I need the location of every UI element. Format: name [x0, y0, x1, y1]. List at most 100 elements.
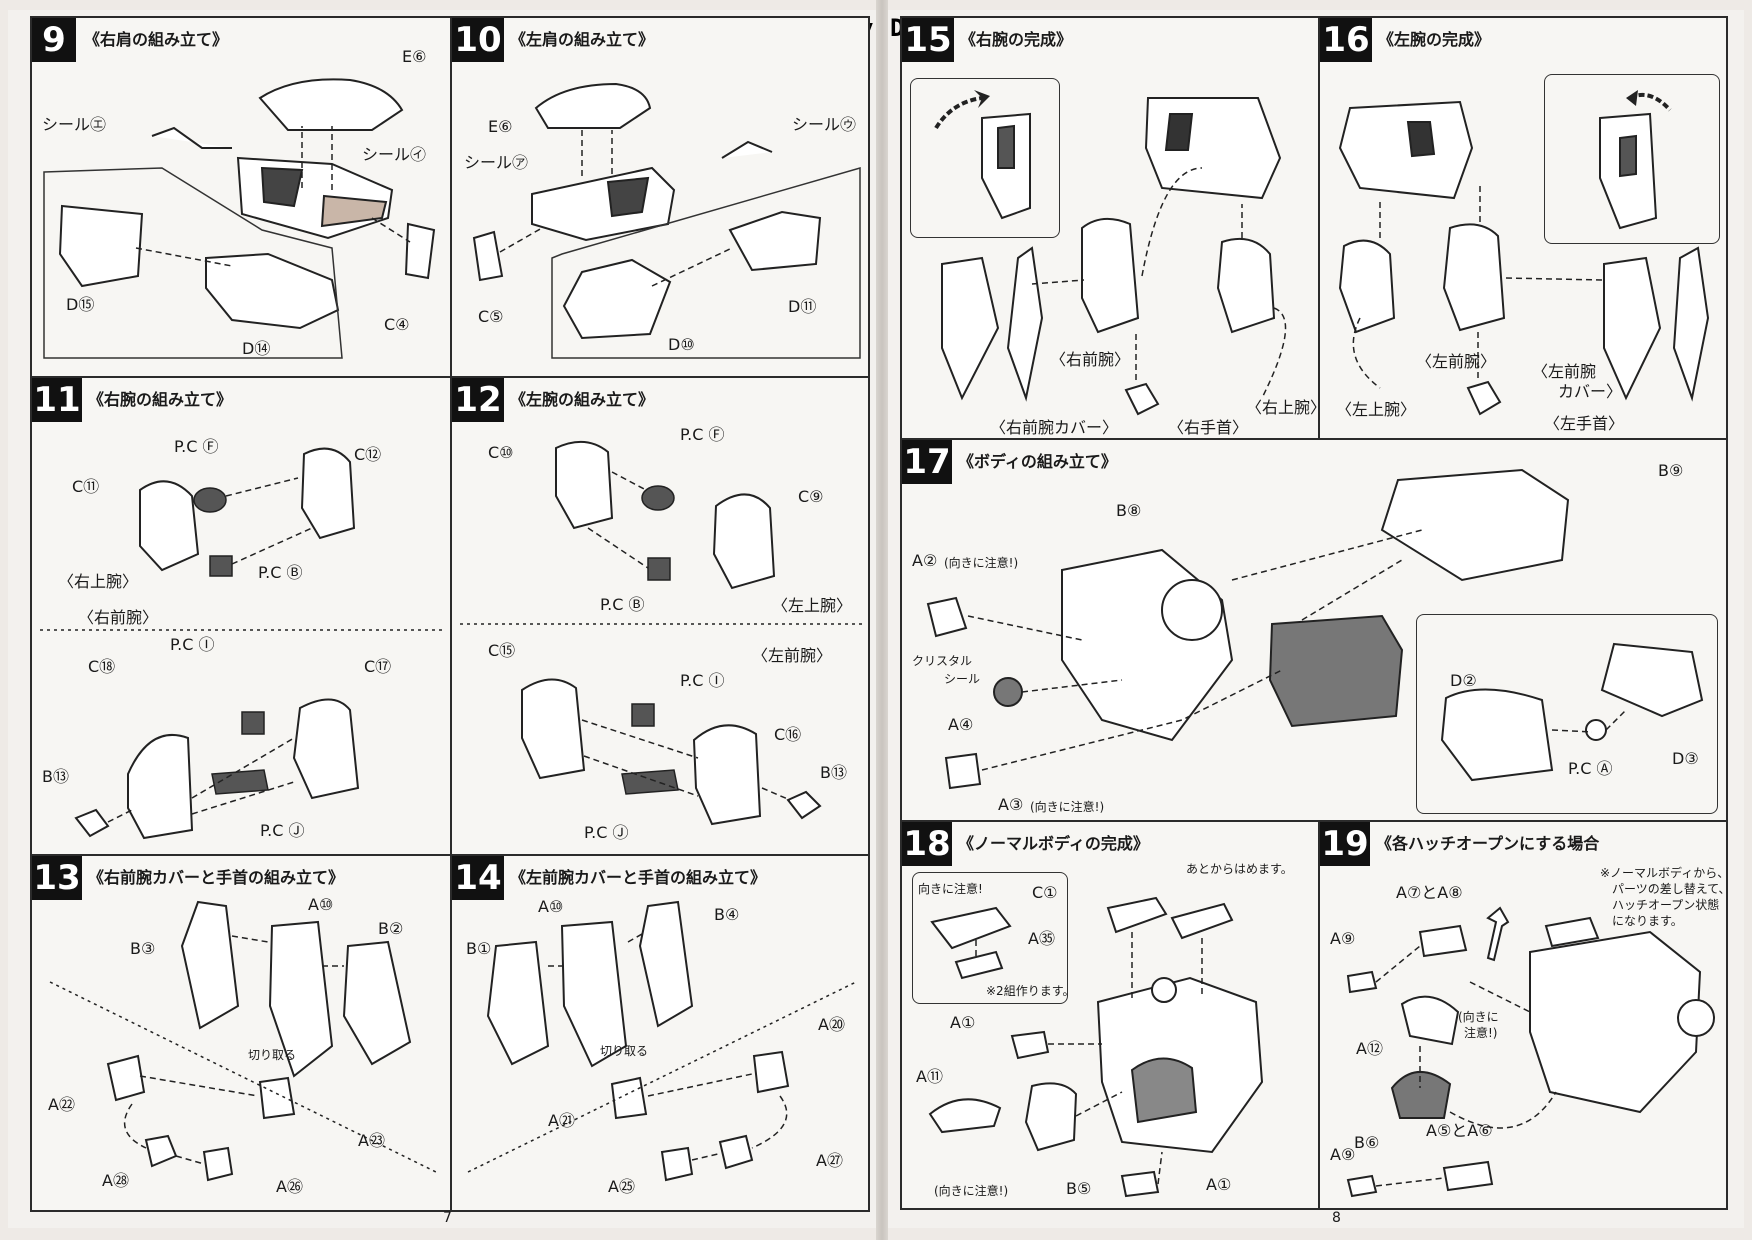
part-label: E⑥: [488, 117, 513, 136]
seal-label: シール㋐: [464, 153, 529, 172]
part-label: B④: [714, 905, 740, 924]
arm-completion-diagram: [934, 90, 1287, 416]
caution-label: (向きに注意!): [944, 556, 1019, 570]
seal-label: シール㋒: [792, 115, 857, 134]
step-title: 《右腕の組み立て》: [88, 390, 233, 409]
instruction-label: 切り取る: [248, 1048, 297, 1062]
step-17-panel: 17 《ボディの組み立て》 B⑧ B⑨ A② (向きに注意!) クリスタル シー…: [900, 438, 1728, 826]
sub-assembly-label: 〈右前腕カバー〉: [990, 418, 1119, 437]
part-label: C⑮: [488, 641, 516, 660]
part-label: C⑨: [798, 487, 824, 506]
part-label: C①: [1032, 883, 1058, 902]
page-gutter: [876, 0, 888, 1240]
sub-assembly-label: 〈右前腕〉: [1050, 350, 1131, 369]
part-label: P.C Ⓕ: [174, 437, 219, 456]
part-label: A③: [998, 795, 1024, 814]
part-label: P.C Ⓙ: [260, 821, 305, 840]
note-label: ハッチオープン状態: [1612, 898, 1720, 912]
part-label: A⑦とA⑧: [1396, 883, 1463, 902]
step-number: 10: [452, 18, 504, 62]
sub-assembly-label: 〈左上腕〉: [1336, 400, 1417, 419]
part-label: A㉒: [48, 1095, 75, 1114]
step-number: 9: [32, 18, 76, 62]
part-label: A⑫: [1356, 1039, 1383, 1058]
part-label: A①: [950, 1013, 976, 1032]
part-label: A①: [1206, 1175, 1232, 1194]
part-label: C⑯: [774, 725, 802, 744]
part-label: A㉟: [1028, 929, 1055, 948]
part-label: B②: [378, 919, 404, 938]
sub-assembly-label: 〈左前腕: [1532, 362, 1597, 381]
part-label: P.C Ⓕ: [680, 425, 725, 444]
part-label: B⑤: [1066, 1179, 1092, 1198]
arm-completion-diagram: [1338, 90, 1710, 416]
step-16-panel: 16 《左腕の完成》 〈左前腕〉 〈左前腕 カバー〉 〈左上腕〉 〈左手首〉: [1318, 16, 1728, 440]
part-label: A⑨: [1330, 929, 1356, 948]
rotation-inset: [910, 78, 1060, 238]
caution-label: (向きに: [1458, 1010, 1499, 1024]
step-title: 《ノーマルボディの完成》: [958, 834, 1149, 853]
step-title: 《左腕の完成》: [1378, 30, 1491, 49]
normal-body-diagram: [928, 896, 1264, 1198]
step-15-panel: 15 《右腕の完成》 〈右前腕〉 〈右上腕〉 〈右前腕カバー〉 〈右手首〉: [900, 16, 1320, 440]
part-label: シール: [944, 672, 981, 686]
part-label: P.C Ⓑ: [258, 563, 303, 582]
part-label: A⑩: [538, 897, 564, 916]
note-label: パーツの差し替えて、: [1612, 882, 1728, 896]
part-label: D⑭: [242, 339, 271, 358]
sub-assembly-label: 〈右上腕〉: [1246, 398, 1320, 417]
step-19-panel: 19 《各ハッチオープンにする場合 ※ノーマルボディから、 パーツの差し替えて、…: [1318, 820, 1728, 1210]
sub-assembly-label: 〈左上腕〉: [772, 596, 853, 615]
step-title: 《左前腕カバーと手首の組み立て》: [510, 868, 767, 887]
part-label: A⑨: [1330, 1145, 1356, 1164]
step-number: 14: [452, 856, 504, 900]
part-label: E⑥: [402, 47, 427, 66]
part-label: B⑥: [1354, 1133, 1380, 1152]
step-10-panel: 10 《左肩の組み立て》 E⑥ シール㋒ シール㋐ C⑤ D⑪ D⑩: [450, 16, 870, 378]
part-label: C⑤: [478, 307, 504, 326]
part-label: A㉑: [548, 1111, 575, 1130]
sub-assembly-label: 〈左前腕〉: [1416, 352, 1497, 371]
part-label: B⑨: [1658, 461, 1684, 480]
instruction-label: 切り取る: [600, 1044, 649, 1058]
instruction-label: あとからはめます。: [1186, 862, 1293, 876]
part-label: A⑤とA⑥: [1426, 1121, 1493, 1140]
caution-label: 向きに注意!: [918, 882, 983, 896]
step-number: 11: [32, 378, 82, 422]
part-label: A⑪: [916, 1067, 943, 1086]
part-label: D③: [1672, 749, 1699, 768]
arm-parts-diagram: [40, 447, 446, 840]
part-label: B⑬: [42, 767, 69, 786]
arm-parts-diagram: [460, 441, 864, 826]
step-13-panel: 13 《右前腕カバーと手首の組み立て》 A⑩ B② B③ 切り取る A㉒ A㉓ …: [30, 854, 452, 1212]
note-label: ※2組作ります。: [986, 984, 1075, 998]
part-label: A㉓: [358, 1131, 385, 1150]
step-title: 《右肩の組み立て》: [84, 30, 229, 49]
step-title: 《左腕の組み立て》: [510, 390, 655, 409]
part-label: A④: [948, 715, 974, 734]
caution-label: (向きに注意!): [1030, 800, 1105, 814]
step-title: 《各ハッチオープンにする場合: [1376, 834, 1600, 853]
step-number: 12: [452, 378, 504, 422]
sub-assembly-label: 〈右上腕〉: [58, 572, 139, 591]
part-label: P.C Ⓙ: [584, 823, 629, 842]
part-label: A㉖: [276, 1177, 303, 1196]
step-number: 15: [902, 18, 954, 62]
part-label: P.C Ⓑ: [600, 595, 645, 614]
forearm-cover-diagram: [49, 900, 437, 1182]
part-label: B①: [466, 939, 492, 958]
step-number: 19: [1320, 822, 1370, 866]
step-title: 《左肩の組み立て》: [510, 30, 655, 49]
part-label: A⑳: [818, 1015, 845, 1034]
part-label: P.C Ⓘ: [680, 671, 725, 690]
step-number: 13: [32, 856, 82, 900]
part-label: C⑫: [354, 445, 382, 464]
part-label: B③: [130, 939, 156, 958]
part-label: A㉕: [608, 1177, 635, 1196]
hatch-open-diagram: [1346, 906, 1715, 1198]
part-label: A㉘: [102, 1171, 129, 1190]
step-number: 16: [1320, 18, 1372, 62]
step-number: 18: [902, 822, 952, 866]
sub-assembly-label: 〈左手首〉: [1544, 414, 1625, 433]
sub-assembly-label: 〈右手首〉: [1168, 418, 1249, 437]
